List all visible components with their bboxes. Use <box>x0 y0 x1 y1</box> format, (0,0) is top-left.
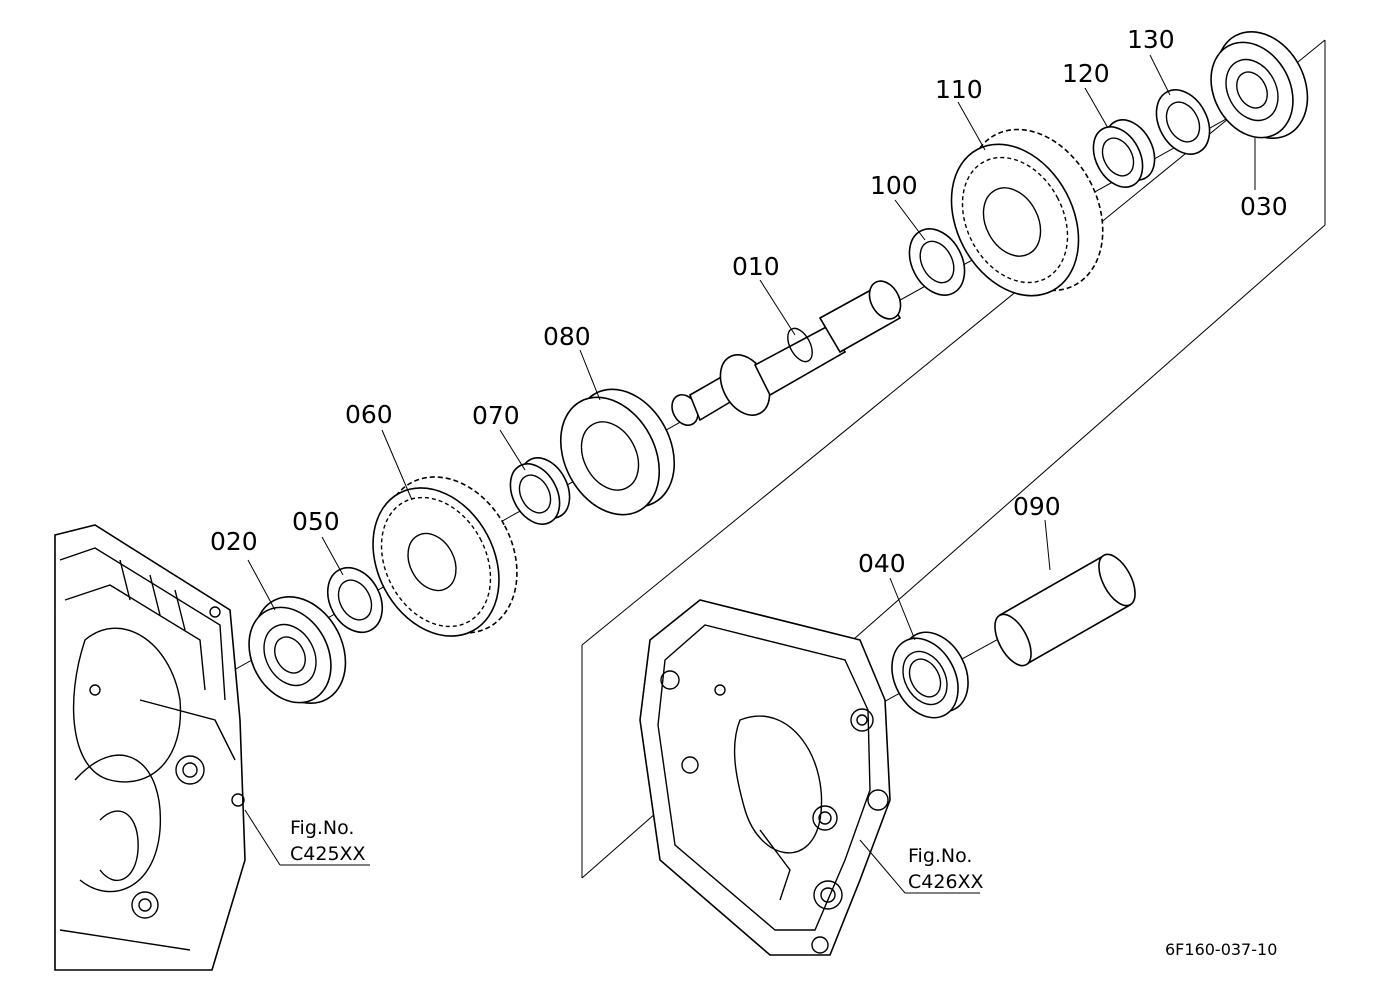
part-label-110: 110 <box>935 75 983 104</box>
leader-lines <box>244 54 1256 894</box>
sleeve-090-part <box>994 553 1136 667</box>
washer-100-part <box>908 228 966 296</box>
figure-reference-right-line1: Fig.No. <box>908 845 972 867</box>
seal-040-part <box>891 631 969 719</box>
housing-right-part <box>639 599 891 956</box>
part-label-090: 090 <box>1013 492 1061 521</box>
washer-050-part <box>326 566 384 634</box>
gear-060-part <box>372 476 518 637</box>
needle-bearing-070-part <box>509 457 571 525</box>
part-label-010: 010 <box>732 252 780 281</box>
part-label-050: 050 <box>292 507 340 536</box>
gear-110-part <box>950 128 1104 297</box>
part-label-020: 020 <box>210 527 258 556</box>
bearing-020-part <box>248 595 347 705</box>
ring-080-part <box>559 388 676 516</box>
washer-130-part <box>1155 89 1211 155</box>
needle-bearing-120-part <box>1092 119 1156 188</box>
part-label-040: 040 <box>858 549 906 578</box>
figure-reference-right-line2: C426XX <box>908 871 984 893</box>
figure-reference-left-line1: Fig.No. <box>290 817 354 839</box>
part-label-070: 070 <box>472 401 520 430</box>
figure-reference-left-line2: C425XX <box>290 843 366 865</box>
part-label-030: 030 <box>1240 192 1288 221</box>
part-label-100: 100 <box>870 171 918 200</box>
shaft-010-part <box>671 280 902 427</box>
part-label-130: 130 <box>1127 25 1175 54</box>
part-label-080: 080 <box>543 322 591 351</box>
housing-left-part <box>54 524 246 971</box>
part-label-120: 120 <box>1062 59 1110 88</box>
drawing-number: 6F160-037-10 <box>1165 940 1277 959</box>
part-label-060: 060 <box>345 400 393 429</box>
bearing-030-part <box>1210 30 1309 140</box>
